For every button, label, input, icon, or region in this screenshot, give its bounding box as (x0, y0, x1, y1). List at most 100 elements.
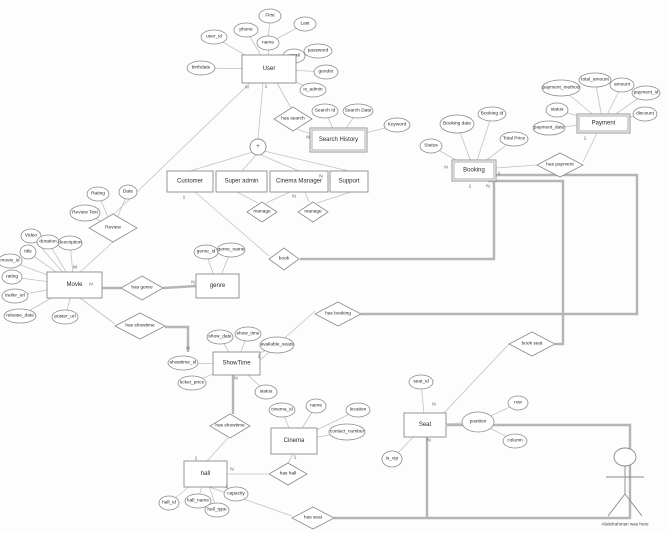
attribute-last[interactable] (293, 16, 317, 32)
attribute-label-rating: rating (6, 274, 18, 280)
attribute-is-admin[interactable] (299, 82, 327, 98)
attribute-label-movie-id: movie_id (0, 258, 20, 264)
attribute-phone[interactable] (233, 22, 259, 38)
attribute-capacity[interactable] (223, 486, 249, 502)
attribute-payment-id[interactable] (631, 85, 661, 101)
attribute-hall-type[interactable] (204, 502, 230, 518)
relationship-has-seat[interactable] (291, 506, 335, 530)
attribute-search-date[interactable] (342, 103, 374, 119)
attribute-genre-name[interactable] (216, 242, 246, 258)
entity-customer[interactable] (166, 170, 214, 193)
cardinality-label: N (191, 280, 195, 286)
attribute-label-release-date: release_date (6, 313, 34, 319)
attribute-show-time[interactable] (234, 326, 262, 342)
entity-hall[interactable] (183, 460, 228, 488)
entity-support[interactable] (329, 170, 369, 193)
relationship-has-showtime[interactable] (209, 413, 251, 439)
relationship-manage[interactable] (297, 201, 329, 223)
attribute-hall-name[interactable] (184, 493, 212, 509)
attribute-trailer-url[interactable] (1, 288, 29, 304)
attribute-showtime-id[interactable] (167, 355, 199, 371)
relationship-has-genre[interactable] (120, 275, 164, 301)
attribute-title[interactable] (19, 244, 37, 260)
cardinality-label: 1 (294, 455, 297, 461)
attribute-column[interactable] (502, 433, 528, 449)
attribute-booking-id[interactable] (477, 106, 507, 122)
stick-figure-head[interactable] (613, 447, 637, 467)
attribute-booking-date[interactable] (439, 114, 475, 134)
attribute-review-text[interactable] (69, 204, 101, 222)
attribute-rating[interactable] (1, 269, 23, 285)
relationship-has-hall[interactable] (268, 462, 308, 486)
attribute-movie-id[interactable] (0, 253, 23, 269)
attribute-password[interactable] (303, 43, 333, 59)
attribute-total-price[interactable] (499, 131, 529, 147)
attribute-hall-id[interactable] (158, 495, 180, 511)
relationship-label-has-search: has search (281, 116, 305, 122)
attribute-user-id[interactable] (200, 29, 228, 45)
attribute-poster-url[interactable] (51, 309, 79, 325)
attribute-discount[interactable] (632, 106, 658, 122)
attribute-seat-id[interactable] (408, 374, 434, 390)
relationship-label-book-seat: book seat (522, 341, 543, 347)
attribute-name[interactable] (305, 398, 327, 414)
entity-cinema[interactable] (270, 427, 318, 455)
attribute-amount[interactable] (609, 77, 635, 93)
attribute-cinema-id[interactable] (268, 402, 296, 418)
entity-booking[interactable] (451, 159, 497, 182)
attribute-total-amount[interactable] (578, 72, 612, 88)
attribute-video[interactable] (20, 228, 42, 244)
cardinality-label: N (89, 282, 93, 288)
attribute-label-search-date: Search Date (345, 108, 372, 114)
entity-showtime[interactable] (212, 351, 261, 376)
relationship-review[interactable] (88, 213, 138, 243)
isa-specialization-circle[interactable] (249, 138, 267, 156)
entity-super-admin[interactable] (215, 170, 268, 193)
attribute-first[interactable] (258, 8, 282, 24)
attribute-contact-number[interactable] (328, 423, 366, 441)
connector-line-highlighted (361, 173, 639, 316)
attribute-label-available-seats: available_seats (260, 342, 294, 348)
relationship-has-booking[interactable] (314, 301, 362, 327)
entity-user[interactable] (241, 54, 297, 84)
relationship-has-payment[interactable] (536, 152, 584, 178)
entity-search-history[interactable] (309, 127, 368, 153)
entity-payment[interactable] (576, 113, 631, 134)
attribute-is-vip[interactable] (381, 450, 403, 468)
entity-genre[interactable] (195, 273, 240, 299)
relationship-has-search[interactable] (273, 106, 313, 132)
attribute-description[interactable] (57, 235, 83, 251)
attribute-ticket-price[interactable] (177, 375, 207, 391)
relationship-book[interactable] (268, 247, 300, 271)
attribute-date[interactable] (118, 184, 138, 200)
attribute-rating[interactable] (86, 186, 110, 202)
attribute-payment-date[interactable] (532, 120, 566, 136)
attribute-available-seats[interactable] (259, 336, 295, 354)
attribute-name[interactable] (256, 35, 280, 51)
entity-seat[interactable] (403, 412, 447, 438)
relationship-book-seat[interactable] (508, 331, 556, 357)
attribute-status[interactable] (419, 138, 443, 154)
attribute-show-date[interactable] (206, 329, 234, 345)
attribute-search-id[interactable] (311, 103, 339, 119)
cardinality-label: N (432, 402, 436, 408)
attribute-gender[interactable] (313, 64, 339, 80)
attribute-label-description: description (58, 240, 82, 246)
attribute-birthdate[interactable] (186, 60, 216, 76)
attribute-label-rating: Rating (91, 191, 105, 197)
attribute-status[interactable] (254, 384, 278, 400)
relationship-has-showtime[interactable] (114, 312, 166, 340)
attribute-payment-method[interactable] (541, 79, 581, 97)
attribute-status[interactable] (545, 102, 569, 118)
attribute-row[interactable] (507, 395, 529, 411)
relationship-label-has-booking: has booking (325, 311, 351, 317)
entity-cinema-manager[interactable] (269, 170, 329, 193)
attribute-location[interactable] (345, 402, 371, 418)
cardinality-label: N (444, 165, 448, 171)
relationship-manage[interactable] (246, 201, 278, 223)
attribute-position[interactable] (461, 411, 495, 433)
attribute-release-date[interactable] (3, 308, 37, 324)
entity-movie[interactable] (46, 271, 103, 299)
attribute-keyword[interactable] (383, 117, 411, 133)
entity-label-user: User (263, 66, 276, 72)
